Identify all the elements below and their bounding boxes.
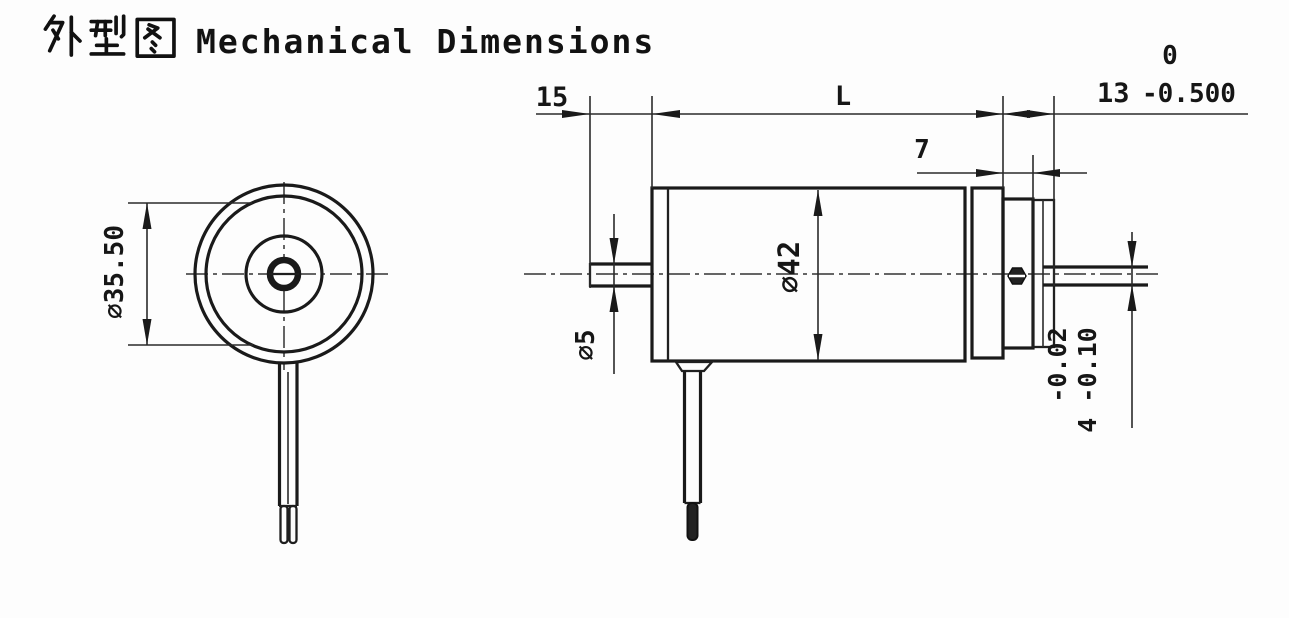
dim-rear-length-callout: 13 0 -0.500 [1097, 41, 1236, 109]
dim-rear-shaft-dia: -0.02 4 -0.10 [1043, 232, 1137, 433]
arrow-right-icon [562, 110, 590, 118]
front-ring-circle [204, 194, 364, 354]
arrow-up-icon [142, 203, 152, 229]
arrow-right-icon [1027, 110, 1054, 118]
front-cable [277, 362, 299, 545]
side-cable [673, 360, 715, 541]
front-outer-circle [193, 183, 375, 365]
front-cable-wire-left [279, 504, 289, 545]
rear-shaft-tol-lower-label: -0.10 [1073, 327, 1102, 402]
dim-front-shaft-length: 15 [536, 82, 569, 113]
front-boss-circle [244, 234, 324, 314]
arrow-down-icon [609, 238, 619, 264]
arrow-up-icon [813, 190, 823, 216]
set-screw [1007, 267, 1027, 285]
dim-front-view-dia: ∅35.50 [100, 202, 253, 346]
rear-shaft [1043, 265, 1148, 287]
dim-rear-boss: 7 [914, 135, 1087, 199]
dim-rear-length-tol-lower: -0.500 [1142, 79, 1236, 109]
arrow-left-icon [1033, 169, 1060, 177]
rear-shaft-dia-callout: 4 -0.10 [1073, 327, 1102, 432]
arrow-up-icon [609, 286, 619, 312]
arrow-up-icon [1127, 285, 1137, 311]
front-view-dia-label: ∅35.50 [100, 225, 130, 319]
body-dia-label: ∅42 [772, 241, 806, 293]
rear-endcap [970, 186, 1005, 360]
rear-shaft-dia-label: 4 [1073, 418, 1102, 433]
rear-shaft-tol-upper-label: -0.02 [1043, 327, 1072, 402]
front-shaft-dia-label: ∅5 [571, 329, 601, 360]
page-title: 外型图 Mechanical Dimensions [43, 14, 655, 61]
front-cable-wire-right [288, 504, 298, 545]
dim-chain-top: 15 L 13 0 -0.500 [536, 41, 1248, 288]
arrow-left-icon [652, 110, 680, 118]
arrow-down-icon [142, 319, 152, 345]
dim-body-length: L [835, 81, 851, 112]
title-en: Mechanical Dimensions [196, 22, 655, 61]
side-view: 15 L 13 0 -0.500 7 ∅5 [524, 41, 1248, 541]
arrow-right-icon [976, 169, 1003, 177]
arrow-down-icon [813, 334, 823, 360]
front-view: ∅35.50 [100, 182, 392, 545]
dim-rear-length-tol-upper: 0 [1162, 41, 1178, 71]
arrow-right-icon [976, 110, 1003, 118]
arrow-down-icon [1127, 241, 1137, 267]
motor-body [650, 186, 967, 363]
dim-rear-boss-length: 7 [914, 135, 930, 165]
dim-body-dia: ∅42 [772, 190, 823, 360]
title-cn-glyphs: 外型图 [43, 14, 176, 58]
dim-front-shaft-dia: ∅5 [571, 214, 619, 374]
side-cable-wire [686, 502, 699, 541]
dim-rear-length: 13 [1097, 78, 1130, 109]
side-front-shaft [588, 262, 652, 288]
arrow-left-icon [1003, 110, 1030, 118]
